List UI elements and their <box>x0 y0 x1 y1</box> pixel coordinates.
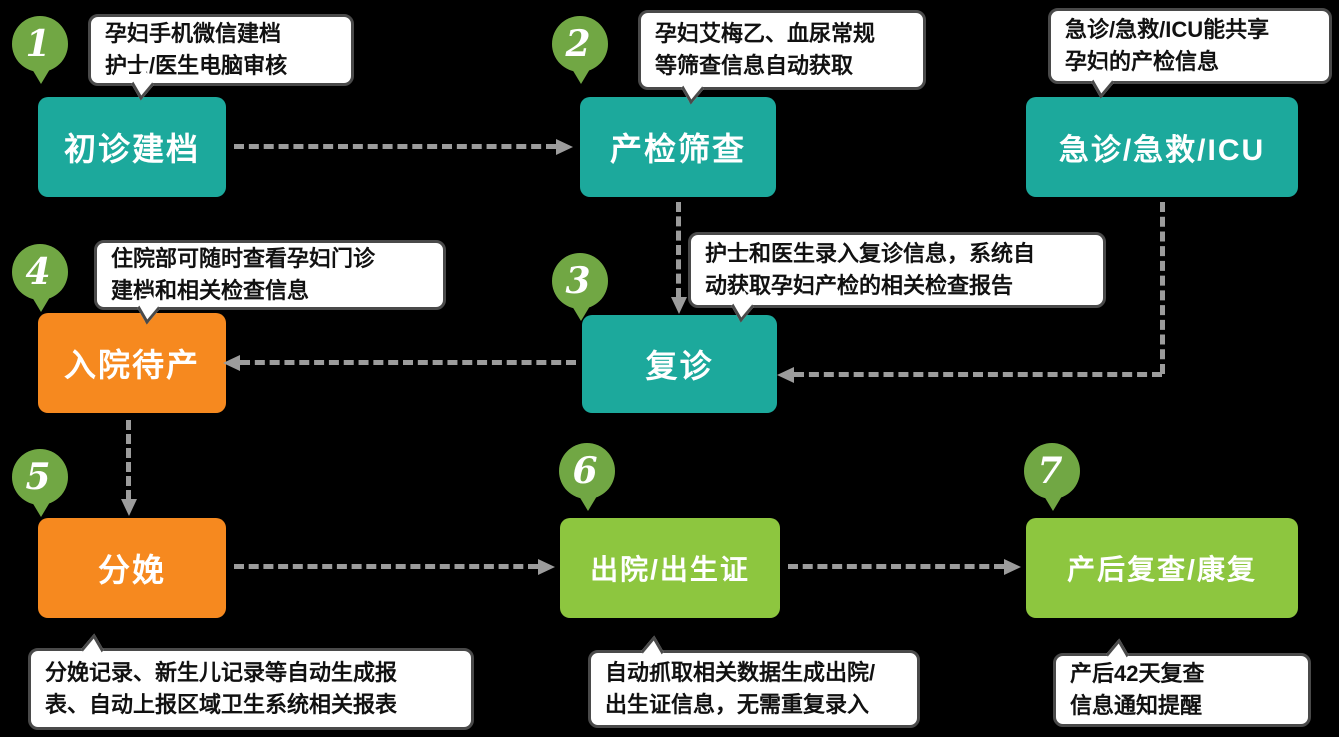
step-number: 5 <box>25 456 51 498</box>
step-pin-5: 5 <box>12 449 68 517</box>
step-pin-7: 7 <box>1024 443 1080 511</box>
node-label: 初诊建档 <box>63 131 200 167</box>
step-pin-4: 4 <box>12 244 68 312</box>
node-admission-for-delivery: 入院待产 <box>38 313 226 413</box>
node-label: 急诊/急救/ICU <box>1058 134 1266 167</box>
callout-text: 护士/医生电脑审核 <box>105 53 288 78</box>
step-pin-2: 2 <box>552 16 608 84</box>
callout-discharge: 自动抓取相关数据生成出院/ 出生证信息，无需重复录入 <box>588 650 920 728</box>
step-pin-6: 6 <box>559 443 615 511</box>
arrow-delivery-to-discharge <box>234 559 555 575</box>
callout-text: 分娩记录、新生儿记录等自动生成报 <box>45 660 398 686</box>
callout-text: 急诊/急救/ICU能共享 <box>1065 17 1270 43</box>
step-number: 3 <box>565 260 591 302</box>
step-number: 1 <box>25 23 51 65</box>
node-label: 复诊 <box>645 348 714 384</box>
node-follow-up-visit: 复诊 <box>582 315 777 413</box>
callout-text: 信息通知提醒 <box>1070 693 1203 718</box>
arrow-icu-to-followup <box>777 367 1162 383</box>
callout-text: 出生证信息，无需重复录入 <box>605 692 870 717</box>
callout-text: 住院部可随时查看孕妇门诊 <box>111 246 376 272</box>
callout-text: 产后42天复查 <box>1070 661 1205 687</box>
callout-text: 自动抓取相关数据生成出院/ <box>605 660 876 686</box>
arrow-icu-down-segment <box>1160 202 1165 374</box>
arrow-discharge-to-postpartum <box>788 559 1021 575</box>
node-label: 分娩 <box>97 552 166 588</box>
callout-follow-up: 护士和医生录入复诊信息，系统自 动获取孕妇产检的相关检查报告 <box>688 232 1106 308</box>
callout-text: 动获取孕妇产检的相关检查报告 <box>705 273 1014 298</box>
step-number: 4 <box>25 251 51 293</box>
callout-text: 孕妇的产检信息 <box>1065 49 1220 74</box>
node-discharge-birth-certificate: 出院/出生证 <box>560 518 780 618</box>
callout-text: 孕妇手机微信建档 <box>105 21 282 47</box>
node-postpartum-review: 产后复查/康复 <box>1026 518 1298 618</box>
callout-postpartum: 产后42天复查 信息通知提醒 <box>1053 653 1311 727</box>
callout-emergency-icu: 急诊/急救/ICU能共享 孕妇的产检信息 <box>1048 8 1332 84</box>
callout-delivery: 分娩记录、新生儿记录等自动生成报 表、自动上报区域卫生系统相关报表 <box>28 648 474 730</box>
node-prenatal-screening: 产检筛查 <box>580 97 776 197</box>
step-number: 2 <box>565 23 591 65</box>
callout-text: 护士和医生录入复诊信息，系统自 <box>705 241 1036 267</box>
node-emergency-icu: 急诊/急救/ICU <box>1026 97 1298 197</box>
node-label: 产检筛查 <box>609 131 746 167</box>
node-label: 出院/出生证 <box>590 554 750 585</box>
callout-text: 孕妇艾梅乙、血尿常规 <box>655 21 876 47</box>
callout-text: 等筛查信息自动获取 <box>655 53 854 78</box>
arrow-screening-to-followup <box>671 202 687 314</box>
callout-screening: 孕妇艾梅乙、血尿常规 等筛查信息自动获取 <box>638 10 926 90</box>
node-first-visit-registration: 初诊建档 <box>38 97 226 197</box>
node-label: 产后复查/康复 <box>1067 554 1257 585</box>
arrow-registration-to-screening <box>234 139 573 155</box>
step-number: 6 <box>572 450 598 492</box>
callout-text: 表、自动上报区域卫生系统相关报表 <box>45 692 398 717</box>
callout-admission: 住院部可随时查看孕妇门诊 建档和相关检查信息 <box>94 240 446 310</box>
step-pin-1: 1 <box>12 16 68 84</box>
node-delivery: 分娩 <box>38 518 226 618</box>
step-pin-3: 3 <box>552 253 608 321</box>
callout-text: 建档和相关检查信息 <box>111 278 310 303</box>
node-label: 入院待产 <box>63 347 200 383</box>
callout-registration: 孕妇手机微信建档 护士/医生电脑审核 <box>88 14 354 86</box>
arrow-followup-to-admission <box>223 355 576 371</box>
step-number: 7 <box>1037 450 1063 492</box>
arrow-admission-to-delivery <box>121 420 137 516</box>
